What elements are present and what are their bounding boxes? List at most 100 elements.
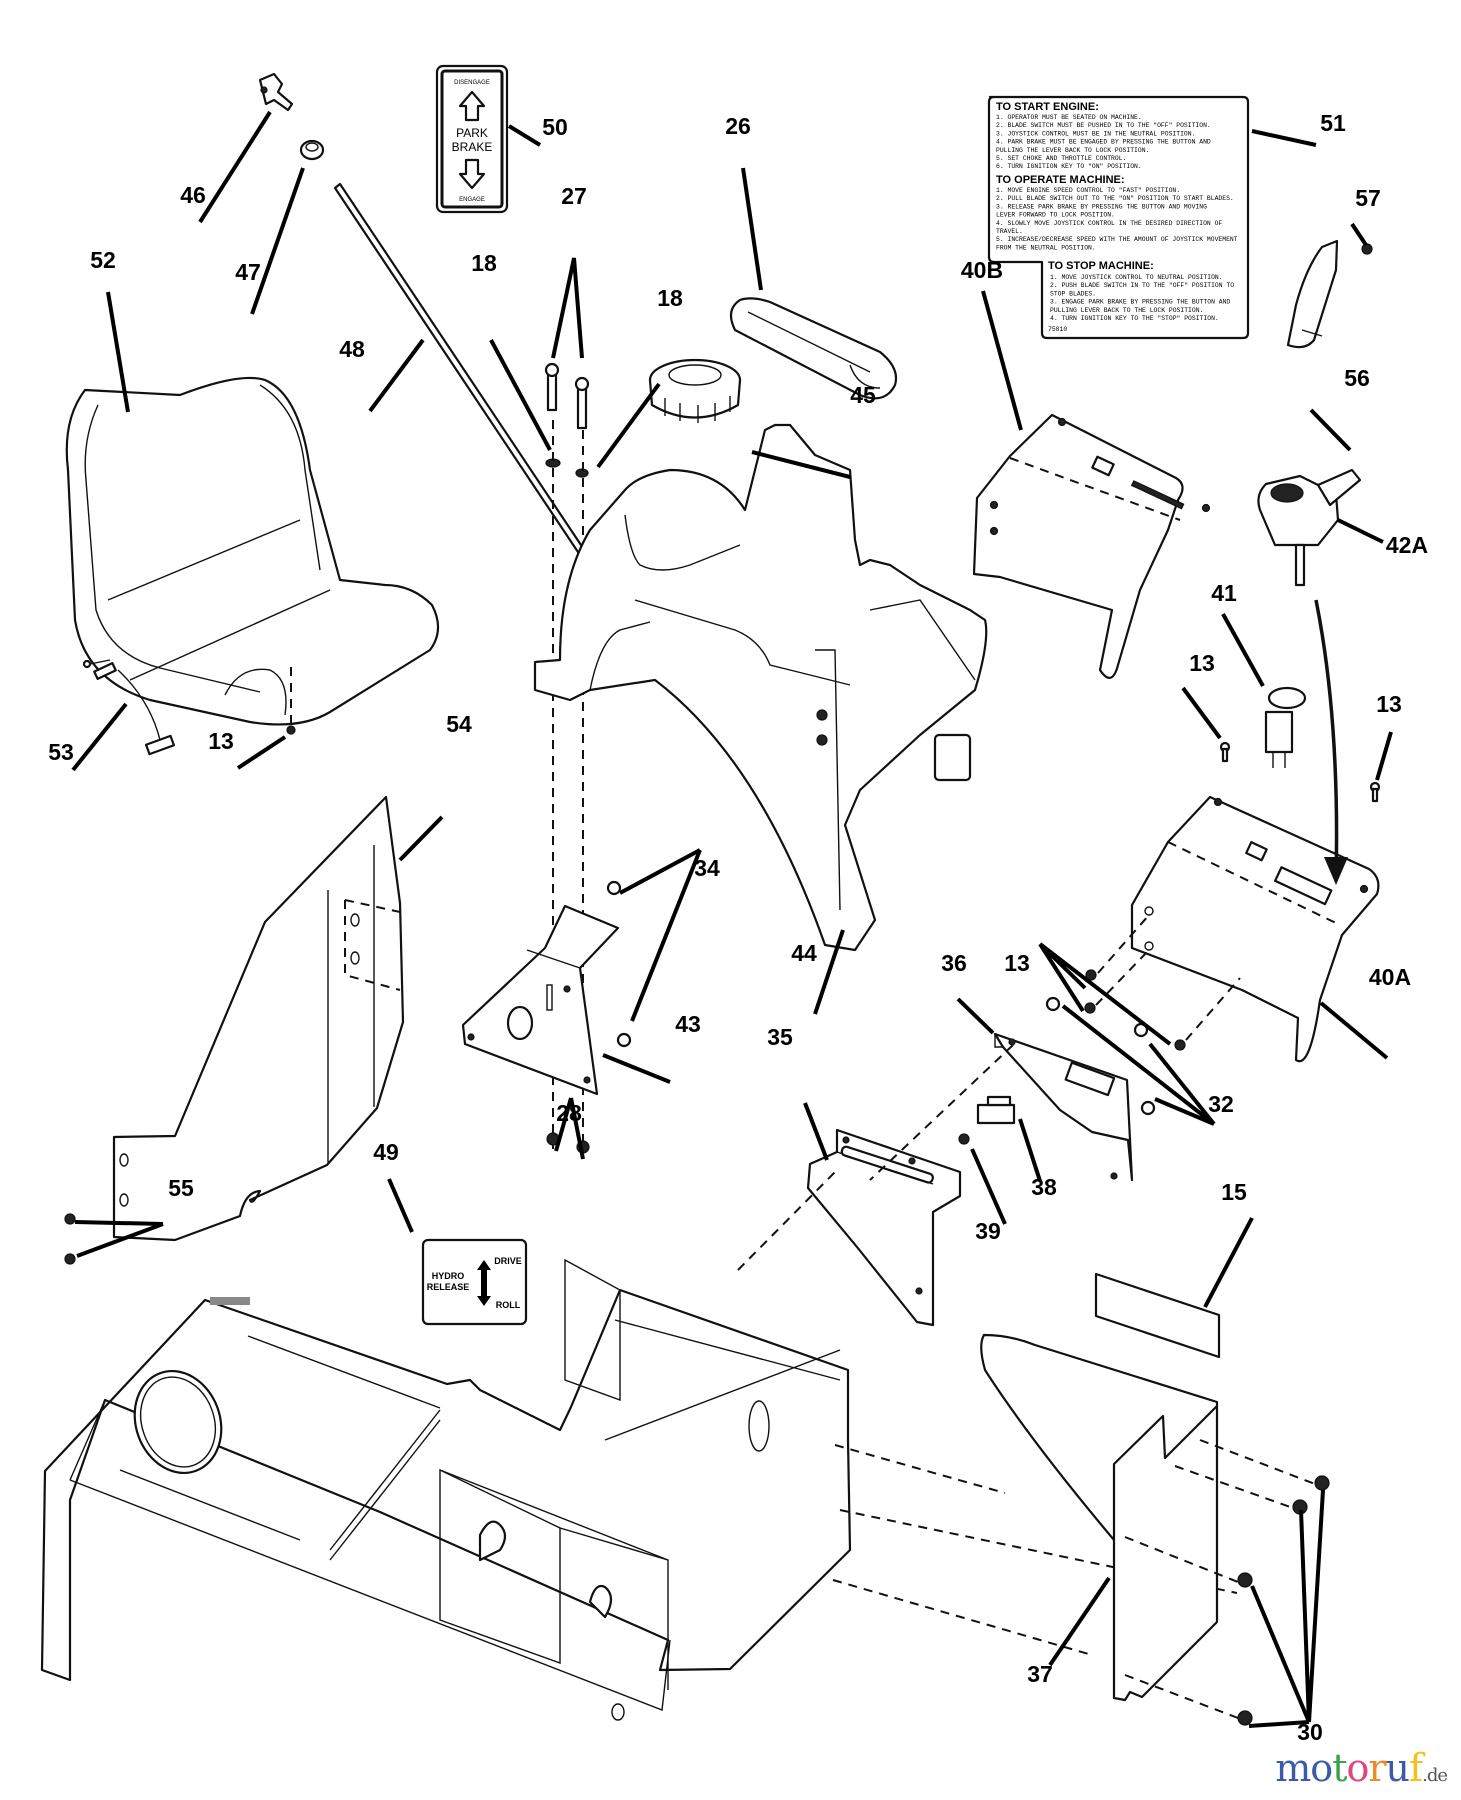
part-41-ignition xyxy=(1264,686,1307,768)
watermark-letter: u xyxy=(1385,1746,1411,1790)
decal-line: 6. TURN IGNITION KEY TO "ON" POSITION. xyxy=(996,163,1142,170)
watermark-letter: m xyxy=(1275,1746,1311,1790)
arrow-head-icon xyxy=(1324,857,1348,885)
part-13-screw-b xyxy=(1369,781,1381,803)
callout-15: 15 xyxy=(1221,1179,1247,1205)
hydro-decal-line1: HYDRO xyxy=(432,1271,465,1281)
decal-line: FROM THE NEUTRAL POSITION. xyxy=(996,244,1096,251)
decal-line: 1. MOVE ENGINE SPEED CONTROL TO "FAST" P… xyxy=(996,187,1180,194)
callout-49: 49 xyxy=(373,1139,399,1165)
arrow-up-icon xyxy=(458,90,486,122)
part-46-switch xyxy=(258,72,294,112)
callout-34: 34 xyxy=(694,855,720,881)
callout-13b: 13 xyxy=(1376,691,1402,717)
callout-46: 46 xyxy=(180,182,206,208)
part-27-bolts xyxy=(544,362,590,430)
decal-line: 3. ENGAGE PARK BRAKE BY PRESSING THE BUT… xyxy=(1050,299,1230,306)
callout-41: 41 xyxy=(1211,580,1237,606)
callout-13d: 13 xyxy=(1004,950,1030,976)
part-57-knob xyxy=(1361,243,1373,255)
watermark-suffix: .de xyxy=(1422,1765,1448,1786)
callout-43: 43 xyxy=(675,1011,701,1037)
part-13-screw-a xyxy=(1219,741,1231,763)
part-40B-panel xyxy=(972,413,1211,679)
part-56-lever xyxy=(1286,239,1339,349)
callout-53: 53 xyxy=(48,739,74,765)
decal-line: 1. MOVE JOYSTICK CONTROL TO NEUTRAL POSI… xyxy=(1050,274,1223,281)
callout-42A: 42A xyxy=(1386,532,1428,558)
part-34-nuts xyxy=(606,880,632,1048)
part-13-screw-seat xyxy=(286,725,296,735)
part-39-nut xyxy=(958,1133,970,1145)
part-44-console xyxy=(533,423,988,952)
part-40A-panel xyxy=(1130,795,1380,1063)
part-48-rod xyxy=(333,182,607,587)
callout-38: 38 xyxy=(1031,1174,1057,1200)
callout-45: 45 xyxy=(850,382,876,408)
watermark-letter: r xyxy=(1368,1746,1386,1790)
hydro-decal-line2: RELEASE xyxy=(427,1282,470,1292)
callout-18b: 18 xyxy=(657,285,683,311)
decal-line: 5. INCREASE/DECREASE SPEED WITH THE AMOU… xyxy=(996,236,1238,243)
part-52-seat xyxy=(65,376,440,726)
callout-27: 27 xyxy=(561,183,587,209)
callout-37: 37 xyxy=(1027,1661,1053,1687)
decal-line: 3. JOYSTICK CONTROL MUST BE IN THE NEUTR… xyxy=(996,130,1195,137)
callout-32: 32 xyxy=(1208,1091,1234,1117)
callout-40A: 40A xyxy=(1369,964,1411,990)
arrow-down-icon xyxy=(458,158,486,190)
callout-36: 36 xyxy=(941,950,967,976)
callout-13c: 13 xyxy=(208,728,234,754)
part-26-grip xyxy=(729,297,898,400)
decal-line: PULLING THE LEVER BACK TO LOCK POSITION. xyxy=(996,147,1149,154)
decal-line: PULLING LEVER BACK TO THE LOCK POSITION. xyxy=(1050,307,1203,314)
part-15-decal xyxy=(1094,1272,1221,1359)
part-45-fuel-cap xyxy=(648,358,742,423)
double-arrow-icon xyxy=(477,1260,491,1306)
watermark-letter: o xyxy=(1346,1746,1369,1790)
part-35-bracket xyxy=(806,1128,962,1327)
hydro-decal-up: DRIVE xyxy=(494,1256,522,1266)
part-36-bracket xyxy=(993,1032,1134,1182)
install-arrow xyxy=(1314,599,1339,881)
decal-line: 5. SET CHOKE AND THROTTLE CONTROL. xyxy=(996,155,1126,162)
callout-30: 30 xyxy=(1297,1719,1323,1745)
callout-54: 54 xyxy=(446,711,472,737)
part-54-side-shield xyxy=(112,795,405,1242)
decal-line: 2. PULL BLADE SWITCH OUT TO THE "ON" POS… xyxy=(996,195,1234,202)
leader-lines xyxy=(71,110,1393,1728)
decal-line: 2. BLADE SWITCH MUST BE PUSHED IN TO THE… xyxy=(996,122,1211,129)
callout-47: 47 xyxy=(235,259,261,285)
callout-26: 26 xyxy=(725,113,751,139)
decal-stop-heading: TO STOP MACHINE: xyxy=(1048,260,1154,272)
decal-line: LEVER FORWARD TO LOCK POSITION. xyxy=(996,212,1115,219)
decal-line: 4. SLOWLY MOVE JOYSTICK CONTROL IN THE D… xyxy=(996,220,1222,227)
callout-52: 52 xyxy=(90,247,116,273)
part-13-screws-40A xyxy=(1084,914,1241,1051)
callout-28: 28 xyxy=(556,1100,582,1126)
decal-line: STOP BLADES. xyxy=(1050,290,1096,297)
part-37-shield xyxy=(980,1333,1219,1702)
callout-39: 39 xyxy=(975,1218,1001,1244)
instruction-decal: TO START ENGINE: 1. OPERATOR MUST BE SEA… xyxy=(987,95,1250,340)
decal-line: 2. PUSH BLADE SWITCH IN TO THE "OFF" POS… xyxy=(1050,282,1234,289)
decal-part-code: 75810 xyxy=(1048,326,1067,333)
park-brake-decal-top: DISENGAGE xyxy=(454,80,490,86)
callout-51: 51 xyxy=(1320,110,1346,136)
callout-44: 44 xyxy=(791,940,817,966)
park-brake-decal-bottom: ENGAGE xyxy=(459,197,485,203)
part-43-bracket xyxy=(461,904,620,1096)
watermark-letter: f xyxy=(1409,1746,1423,1790)
park-brake-decal: DISENGAGE PARK BRAKE ENGAGE xyxy=(435,64,509,214)
hydro-decal-down: ROLL xyxy=(496,1300,521,1310)
decal-start-heading: TO START ENGINE: xyxy=(996,101,1099,113)
callout-55: 55 xyxy=(168,1175,194,1201)
part-30-screws xyxy=(1237,1475,1330,1726)
callout-48: 48 xyxy=(339,336,365,362)
callout-13a: 13 xyxy=(1189,650,1215,676)
part-55-screws xyxy=(64,1213,76,1265)
decal-line: 3. RELEASE PARK BRAKE BY PRESSING THE BU… xyxy=(996,203,1207,210)
part-47-grommet xyxy=(299,139,325,161)
